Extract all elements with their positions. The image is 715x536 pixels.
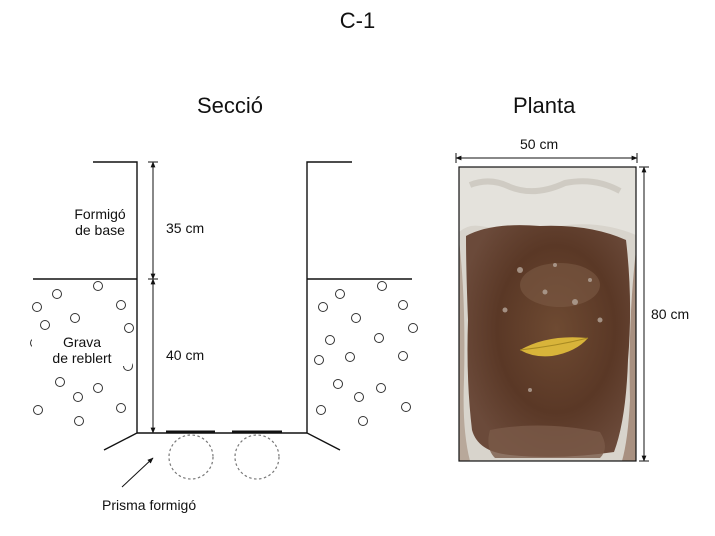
pebble [74,416,84,426]
pebble [93,281,103,291]
prism-circle-left [168,434,214,480]
pebble [408,323,418,333]
trench-left-wall [93,161,138,451]
plan-width-label: 50 cm [520,136,559,152]
plan-heading: Planta [513,93,576,118]
prism-arrow [121,457,154,488]
pebble [116,403,126,413]
depth-dimension [148,161,158,434]
soil-edge-left [459,240,470,461]
plan-dimensions [455,153,649,462]
plan-length-label: 80 cm [651,306,690,322]
pebble [351,313,361,323]
pebble [116,300,126,310]
pebble [318,302,328,312]
pebble [325,335,335,345]
plan-photo [458,166,637,462]
rock-texture-shade [468,178,622,195]
pebble [73,392,83,402]
pebble [52,289,62,299]
pebble [376,383,386,393]
layer-top-depth: 35 cm [166,220,205,236]
prism-label: Prisma formigó [102,497,197,513]
leaf-vein [519,337,589,351]
pebble [33,405,43,415]
pebble [32,302,42,312]
soil-light-patch [520,263,600,307]
layer-top-label-line2: de base [75,222,125,238]
gravel-pebbles-right [314,281,418,426]
trench-section [33,161,412,451]
pebble [55,377,65,387]
soil-edge-right [622,250,636,461]
trench-right-wall [306,161,352,451]
pebble [398,351,408,361]
pebble [316,405,326,415]
pebble [124,323,134,333]
layer-bottom-label-line1: Grava [62,334,102,350]
layer-bottom-label: Grava de reblert [32,334,132,366]
pebble [70,313,80,323]
pebble [401,402,411,412]
pebble [40,320,50,330]
layer-top-label-line1: Formigó [74,206,126,222]
pebble [333,379,343,389]
rock-texture [459,167,636,235]
pebble [398,300,408,310]
stones [502,263,603,392]
concrete-prisms [168,434,280,480]
pebble [358,416,368,426]
pebble [354,392,364,402]
layer-bottom-label-line2: de reblert [52,350,112,366]
pebble [335,289,345,299]
prism-circle-right [234,434,280,480]
section-heading: Secció [197,93,264,118]
pebble [345,352,355,362]
figure-title: C-1 [339,8,376,33]
photo-frame [458,166,637,462]
pebble [314,355,324,365]
layer-bottom-depth: 40 cm [166,347,205,363]
pebble [377,281,387,291]
soil-bottom-rubble [488,425,605,458]
pebble [93,383,103,393]
layer-top-label: Formigó de base [50,206,150,238]
pebble [374,333,384,343]
